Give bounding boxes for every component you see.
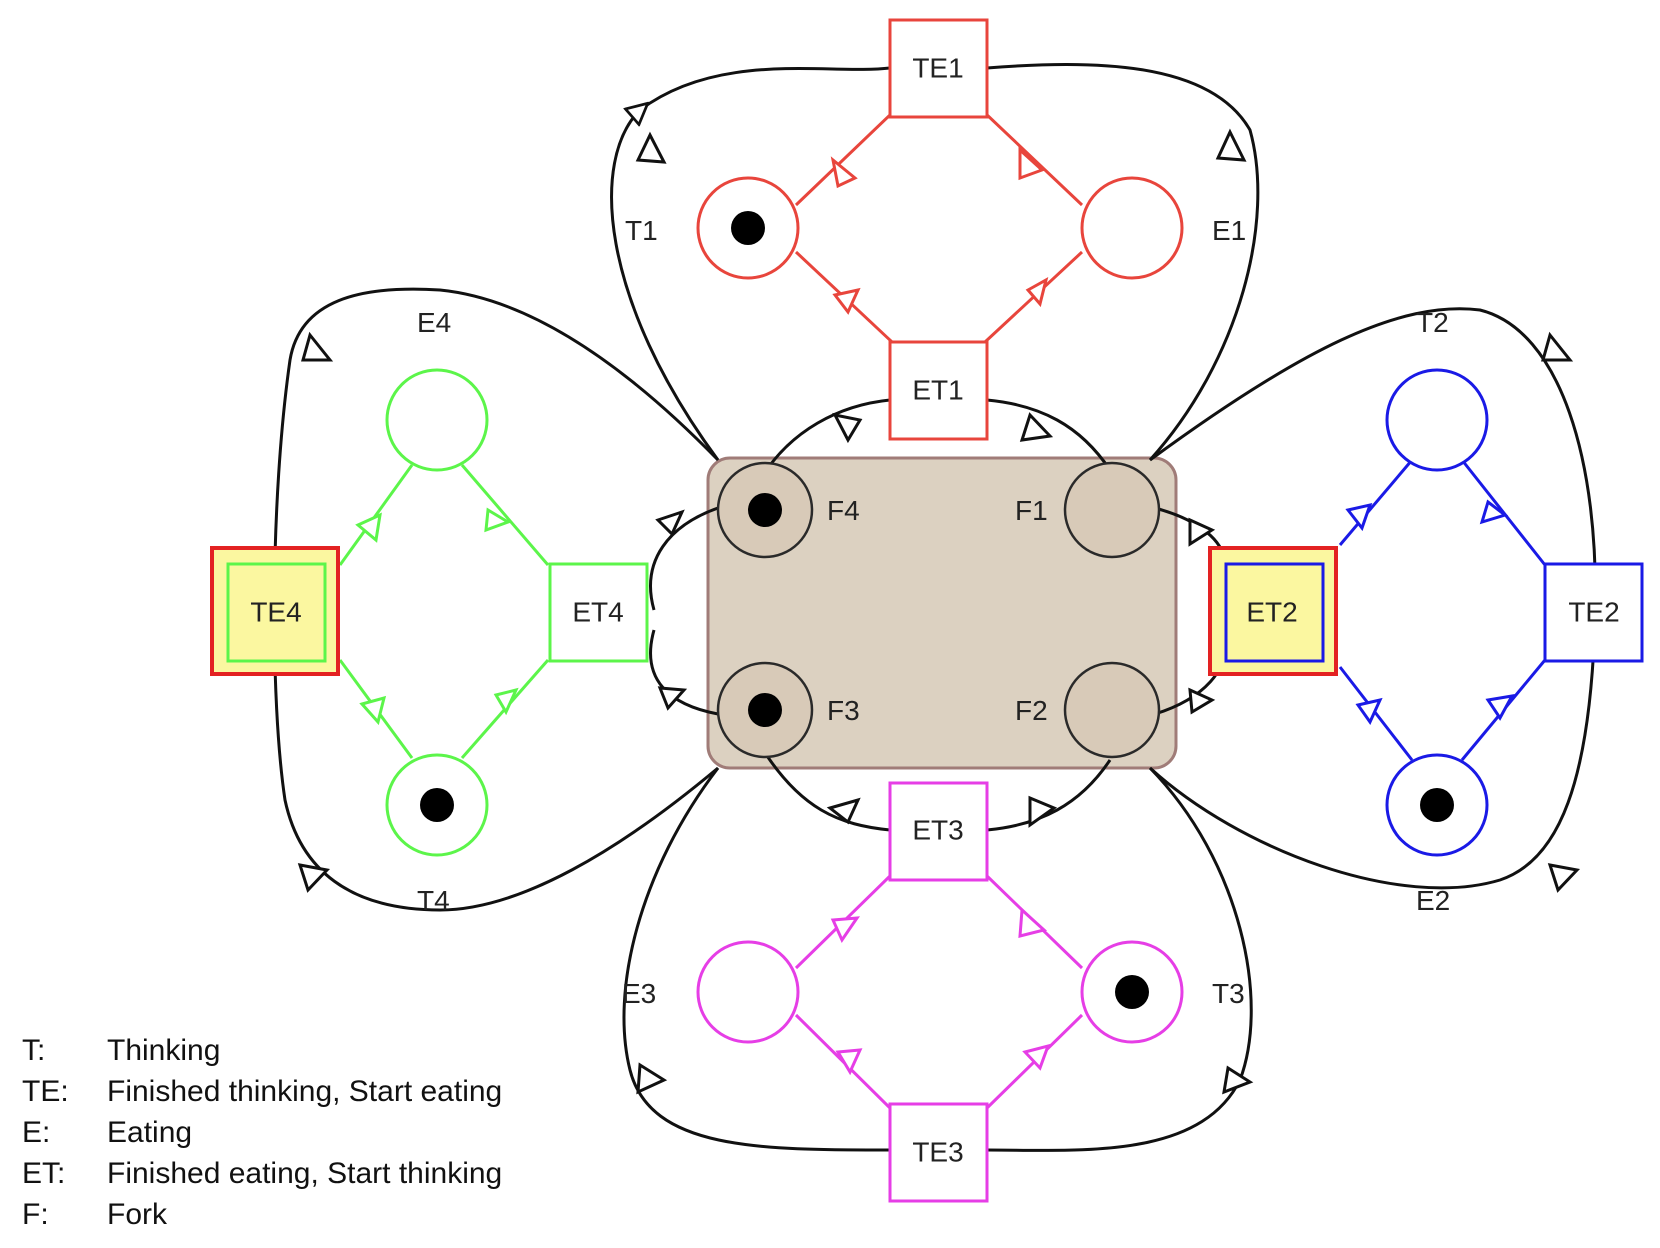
legend-key: E: — [22, 1116, 51, 1149]
fork-area — [706, 456, 1178, 770]
legend-key: T: — [22, 1034, 46, 1067]
place-E3 — [696, 940, 800, 1044]
transition-label: TE1 — [912, 53, 963, 84]
transition-ET1: ET1 — [888, 340, 989, 441]
label-F3: F3 — [827, 695, 860, 726]
label-E3: E3 — [622, 978, 656, 1009]
legend-key: F: — [22, 1198, 49, 1231]
token-T4 — [420, 788, 454, 822]
transition-TE1: TE1 — [888, 18, 989, 119]
legend: T: Thinking TE: Finished thinking, Start e… — [22, 1030, 502, 1235]
legend-desc: Fork — [107, 1198, 167, 1231]
tokens — [420, 211, 1454, 1009]
transition-label: TE3 — [912, 1137, 963, 1168]
legend-item: F: Fork — [22, 1194, 502, 1235]
label-F2: F2 — [1015, 695, 1048, 726]
place-F2 — [1063, 661, 1161, 759]
label-T2: T2 — [1416, 307, 1449, 338]
transition-label: ET2 — [1246, 597, 1297, 628]
transition-ET3: ET3 — [888, 781, 989, 882]
transition-label: ET1 — [912, 375, 963, 406]
place-labels: T1 E1 T2 E2 T3 E3 T4 E4 F1 F2 F3 F4 — [417, 215, 1450, 1009]
transition-TE3: TE3 — [888, 1102, 989, 1203]
transition-TE2: TE2 — [1543, 562, 1644, 663]
legend-item: ET: Finished eating, Start thinking — [22, 1153, 502, 1194]
legend-desc: Thinking — [107, 1034, 221, 1067]
token-F4 — [748, 493, 782, 527]
token-F3 — [748, 693, 782, 727]
transitions: TE1 ET1 ET2 TE2 ET3 TE3 ET4 — [210, 18, 1644, 1203]
label-F4: F4 — [827, 495, 860, 526]
legend-desc: Finished thinking, Start eating — [107, 1075, 503, 1108]
label-T1: T1 — [625, 215, 658, 246]
transition-label: TE4 — [250, 597, 301, 628]
token-T1 — [731, 211, 765, 245]
label-E1: E1 — [1212, 215, 1246, 246]
label-E2: E2 — [1416, 885, 1450, 916]
place-E1 — [1080, 176, 1184, 280]
transition-ET2: ET2 — [1208, 546, 1338, 676]
place-E4 — [385, 368, 489, 472]
legend-item: E: Eating — [22, 1112, 502, 1153]
legend-desc: Eating — [107, 1116, 193, 1149]
token-E2 — [1420, 788, 1454, 822]
place-F1 — [1063, 461, 1161, 559]
transition-label: ET4 — [572, 597, 623, 628]
arc-arrowheads — [297, 128, 1580, 1095]
transition-label: TE2 — [1568, 597, 1619, 628]
legend-key: ET: — [22, 1157, 66, 1190]
label-T3: T3 — [1212, 978, 1245, 1009]
token-T3 — [1115, 975, 1149, 1009]
legend-item: T: Thinking — [22, 1030, 502, 1071]
label-F1: F1 — [1015, 495, 1048, 526]
cycle-philosopher-4 — [338, 464, 550, 759]
legend-desc: Finished eating, Start thinking — [107, 1157, 503, 1190]
label-T4: T4 — [417, 885, 450, 916]
legend-item: TE: Finished thinking, Start eating — [22, 1071, 502, 1112]
cycle-philosopher-3 — [794, 874, 1084, 1110]
cycle-philosopher-1 — [794, 111, 1084, 344]
transition-label: ET3 — [912, 815, 963, 846]
transition-TE4: TE4 — [210, 546, 340, 676]
label-E4: E4 — [417, 307, 451, 338]
transition-ET4: ET4 — [548, 562, 649, 663]
legend-key: TE: — [22, 1075, 69, 1108]
cycle-philosopher-2 — [1338, 459, 1547, 761]
place-T2 — [1385, 368, 1489, 472]
